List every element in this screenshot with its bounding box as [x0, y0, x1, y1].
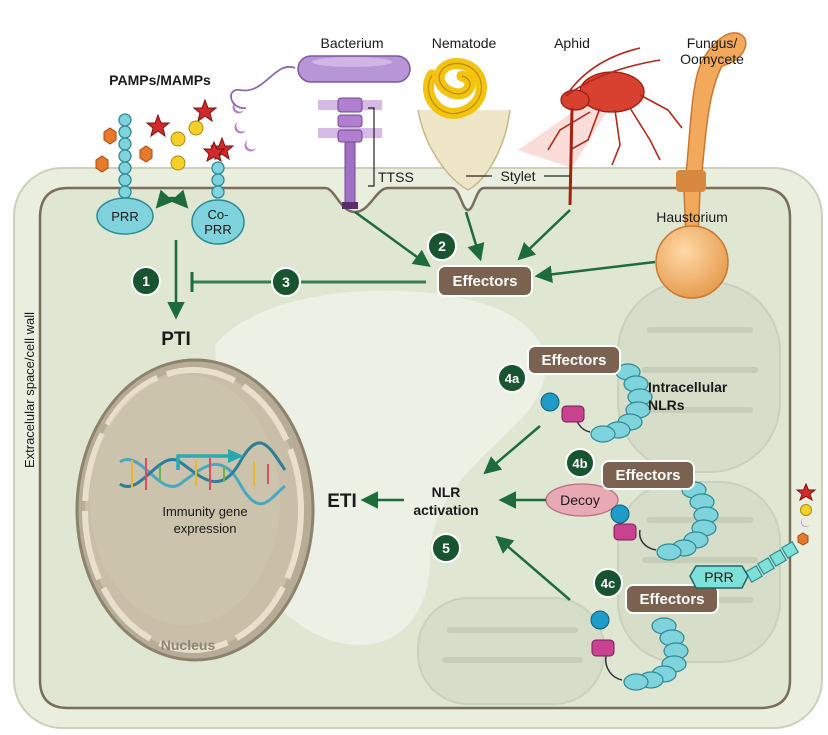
nucleus-label: Nucleus: [161, 637, 216, 653]
bacterium-label: Bacterium: [320, 35, 383, 51]
step-badge-4b: 4b: [565, 448, 595, 478]
step-badge-1: 1: [131, 266, 161, 296]
pamp-hexagon-icon: [797, 532, 809, 546]
step-badge-2: 2: [427, 231, 457, 261]
svg-text:4c: 4c: [601, 576, 615, 591]
nlr-activation-label-1: NLR: [432, 484, 461, 500]
fungus-label-2: Oomycete: [680, 51, 744, 67]
haustorium: [655, 225, 729, 299]
nlr-4a: Effectors: [527, 345, 653, 443]
pti-label: PTI: [161, 329, 191, 350]
prr-right-label: PRR: [704, 569, 734, 585]
step-badge-4a: 4a: [497, 363, 527, 393]
pamp-circle-icon: [170, 131, 186, 147]
transcription-arrow-icon: [176, 454, 232, 470]
effector-delivery-arrows: [354, 209, 656, 284]
svg-text:5: 5: [442, 540, 450, 556]
svg-text:4b: 4b: [572, 456, 587, 471]
pamps-label: PAMPs/MAMPs: [109, 72, 211, 88]
effectors-4b-label: Effectors: [615, 467, 680, 484]
coprr-label-1: Co-: [208, 207, 229, 222]
nematode-label: Nematode: [432, 35, 497, 51]
pamp-circle-icon: [800, 504, 812, 516]
ttss-secretion-system: TTSS: [318, 97, 414, 209]
step-badge-3: 3: [271, 267, 301, 297]
pamp-star-icon: [145, 113, 171, 138]
pamp-crescent-icon: [234, 122, 246, 134]
dna-helix-icon: [119, 441, 287, 506]
effectors-main-label: Effectors: [452, 273, 517, 290]
pamp-star-icon: [192, 98, 218, 123]
effectors-4a-label: Effectors: [541, 352, 606, 369]
effectors-4c-label: Effectors: [639, 591, 704, 608]
prr-coprr-arrow: [155, 189, 189, 209]
aphid: Aphid: [518, 35, 683, 206]
coprr-receptor: Co- PRR: [191, 140, 245, 245]
pamp-circle-icon: [188, 120, 204, 136]
immunity-gene-label: Immunity gene: [162, 504, 247, 519]
pamp-crescent-icon: [244, 140, 256, 152]
nlr-activation-arrows: [360, 425, 571, 601]
pamp-star-icon: [795, 482, 817, 502]
pamp-crescent-icon: [232, 102, 244, 114]
intracellular-label-1: Intracellular: [648, 379, 728, 395]
nlr-4b: Decoy Effectors: [545, 460, 719, 561]
eti-label: ETI: [327, 491, 357, 512]
pamp-hexagon-icon: [95, 155, 109, 173]
pamp-hexagon-icon: [139, 145, 153, 163]
effectors-main: Effectors: [437, 265, 533, 297]
nlr-4c: Effectors: [590, 584, 719, 691]
ttss-label: TTSS: [378, 169, 414, 185]
cell-wall-label: Extracelular space/cell wall: [22, 312, 37, 468]
step-badge-4c: 4c: [593, 568, 623, 598]
svg-text:2: 2: [438, 238, 446, 254]
prr-receptor: PRR: [96, 113, 154, 235]
prr-label: PRR: [111, 209, 138, 224]
aphid-label: Aphid: [554, 35, 590, 51]
svg-text:3: 3: [282, 274, 290, 290]
bacterium: Bacterium: [230, 35, 411, 109]
fungus-oomycete: Fungus/ Oomycete Haustorium: [655, 32, 747, 299]
stylet-label: Stylet: [500, 168, 535, 184]
decoy-label: Decoy: [560, 492, 600, 508]
immunity-expression-label: expression: [174, 521, 237, 536]
nucleus: Nucleus: [75, 358, 315, 662]
prr-right-receptor: PRR: [689, 482, 817, 589]
intracellular-label-2: NLRs: [648, 397, 685, 413]
step-badge-5: 5: [431, 533, 461, 563]
nematode: Nematode: [417, 35, 511, 204]
svg-text:4a: 4a: [505, 371, 520, 386]
pamp-circle-icon: [170, 155, 186, 171]
coprr-label-2: PRR: [204, 222, 231, 237]
pamp-hexagon-icon: [103, 127, 117, 145]
nlr-activation-label-2: activation: [413, 502, 478, 518]
svg-text:1: 1: [142, 273, 150, 289]
fungus-label-1: Fungus/: [687, 35, 738, 51]
haustorium-label: Haustorium: [656, 209, 728, 225]
